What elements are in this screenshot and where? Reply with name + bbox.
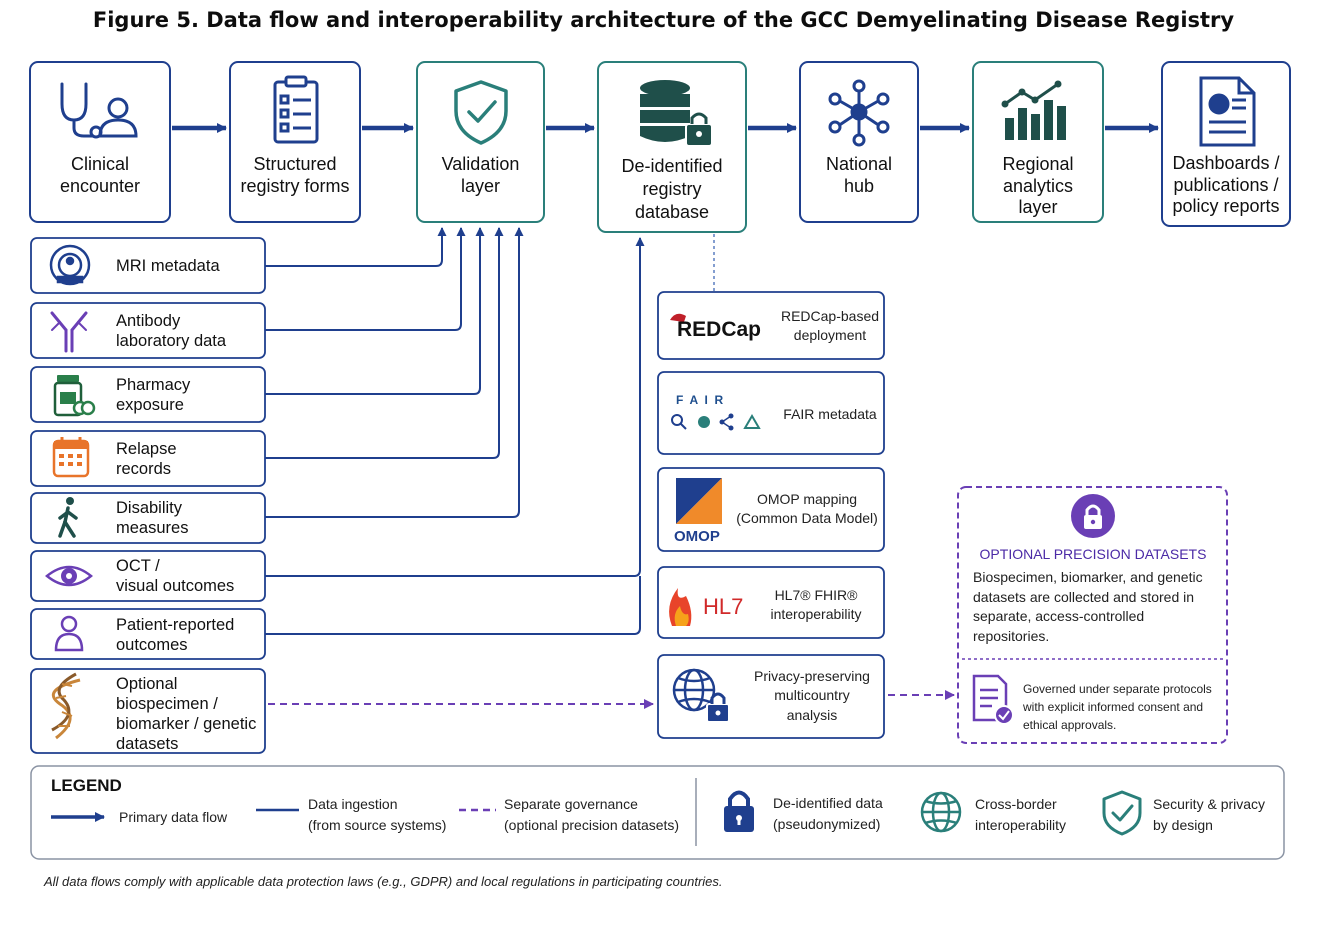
- omop-logo: OMOP: [674, 478, 722, 545]
- source-label-oct: OCT / visual outcomes: [116, 557, 235, 596]
- source-box-biospecimen: [30, 668, 266, 754]
- legend-label-cross-border: Cross-border interoperability: [975, 796, 1067, 833]
- source-label-relapse: Relapse records: [116, 440, 177, 479]
- legend-panel: [30, 765, 1285, 860]
- eye-icon: [45, 565, 93, 587]
- pill-bottle-icon: [53, 375, 96, 417]
- standard-label-privacy: Privacy-preserving multicountry analysis: [754, 668, 870, 723]
- precision-governance-text: Governed under separate protocols with e…: [1023, 682, 1212, 732]
- standard-label-redcap: REDCap-based deployment: [780, 308, 880, 344]
- mri-scanner-icon: [49, 244, 91, 286]
- source-label-patient-reported: Patient-reported outcomes: [116, 616, 235, 655]
- hl7-logo: HL7: [669, 588, 743, 626]
- network-hub-icon: [828, 79, 890, 147]
- pipeline-label-clinical-encounter: Clinical encounter: [59, 154, 141, 196]
- source-label-biospecimen: Optional biospecimen / biomarker / genet…: [116, 675, 257, 754]
- fair-logo-text: F A I R: [676, 393, 723, 407]
- hl7-logo-text: HL7: [703, 594, 743, 619]
- padlock-icon: [1071, 494, 1115, 538]
- redcap-logo: REDCap: [670, 313, 761, 341]
- standard-label-fair: FAIR metadata: [783, 406, 877, 422]
- source-label-mri: MRI metadata: [116, 257, 220, 275]
- legend-shield-icon: [1102, 790, 1142, 836]
- source-label-pharmacy: Pharmacy exposure: [116, 376, 191, 415]
- pipeline-label-dashboards: Dashboards / publications / policy repor…: [1172, 153, 1280, 217]
- box-clinical-encounter: [29, 61, 171, 223]
- pipeline-label-regional-analytics: Regional analytics layer: [1002, 154, 1074, 218]
- legend-globe-icon: [920, 791, 962, 833]
- legend-label-separate-governance: Separate governance (optional precision …: [504, 796, 680, 833]
- doctor-icon: [60, 82, 138, 139]
- redcap-logo-text: REDCap: [677, 318, 761, 341]
- person-icon: [54, 615, 84, 652]
- legend-title: LEGEND: [51, 776, 122, 795]
- shield-check-icon: [454, 80, 508, 145]
- standard-box-fair: [657, 371, 885, 455]
- pipeline-label-deidentified-database: De-identified registry database: [621, 156, 723, 223]
- report-document-icon: [1199, 76, 1256, 147]
- precision-panel: [957, 486, 1228, 744]
- fair-logo: F A I R: [671, 393, 761, 431]
- figure-title: Figure 5. Data flow and interoperability…: [92, 8, 1235, 32]
- bar-chart-icon: [1001, 80, 1066, 140]
- ingestion-lines: [265, 227, 645, 635]
- standard-label-hl7: HL7® FHIR® interoperability: [770, 587, 862, 623]
- calendar-icon: [52, 437, 90, 478]
- source-label-disability: Disability measures: [116, 499, 189, 538]
- standard-label-omop: OMOP mapping (Common Data Model): [736, 491, 878, 527]
- source-label-antibody: Antibody laboratory data: [116, 312, 227, 351]
- consent-document-icon: [972, 674, 1014, 725]
- walking-person-icon: [58, 497, 78, 538]
- clipboard-icon: [273, 75, 319, 144]
- footnote: All data flows comply with applicable da…: [44, 874, 723, 889]
- legend-label-security: Security & privacy by design: [1153, 796, 1266, 833]
- antibody-icon: [50, 311, 88, 353]
- precision-panel-title: OPTIONAL PRECISION DATASETS: [979, 546, 1207, 562]
- box-deidentified-database: [597, 61, 747, 233]
- standard-box-hl7: [657, 566, 885, 639]
- legend-label-primary-flow: Primary data flow: [119, 809, 228, 825]
- legend-label-data-ingestion: Data ingestion (from source systems): [308, 796, 447, 833]
- pipeline-label-validation-layer: Validation layer: [441, 154, 520, 196]
- standard-box-redcap: [657, 291, 885, 360]
- precision-panel-body: Biospecimen, biomarker, and genetic data…: [973, 569, 1203, 644]
- omop-logo-text: OMOP: [674, 528, 720, 545]
- pipeline-label-structured-forms: Structured registry forms: [240, 154, 350, 196]
- legend-lock-icon: [724, 790, 754, 832]
- database-lock-icon: [640, 80, 713, 147]
- globe-lock-icon: [672, 668, 730, 723]
- pipeline-label-national-hub: National hub: [825, 154, 893, 196]
- legend-label-deidentified: De-identified data (pseudonymized): [773, 795, 883, 832]
- dna-icon: [51, 672, 81, 740]
